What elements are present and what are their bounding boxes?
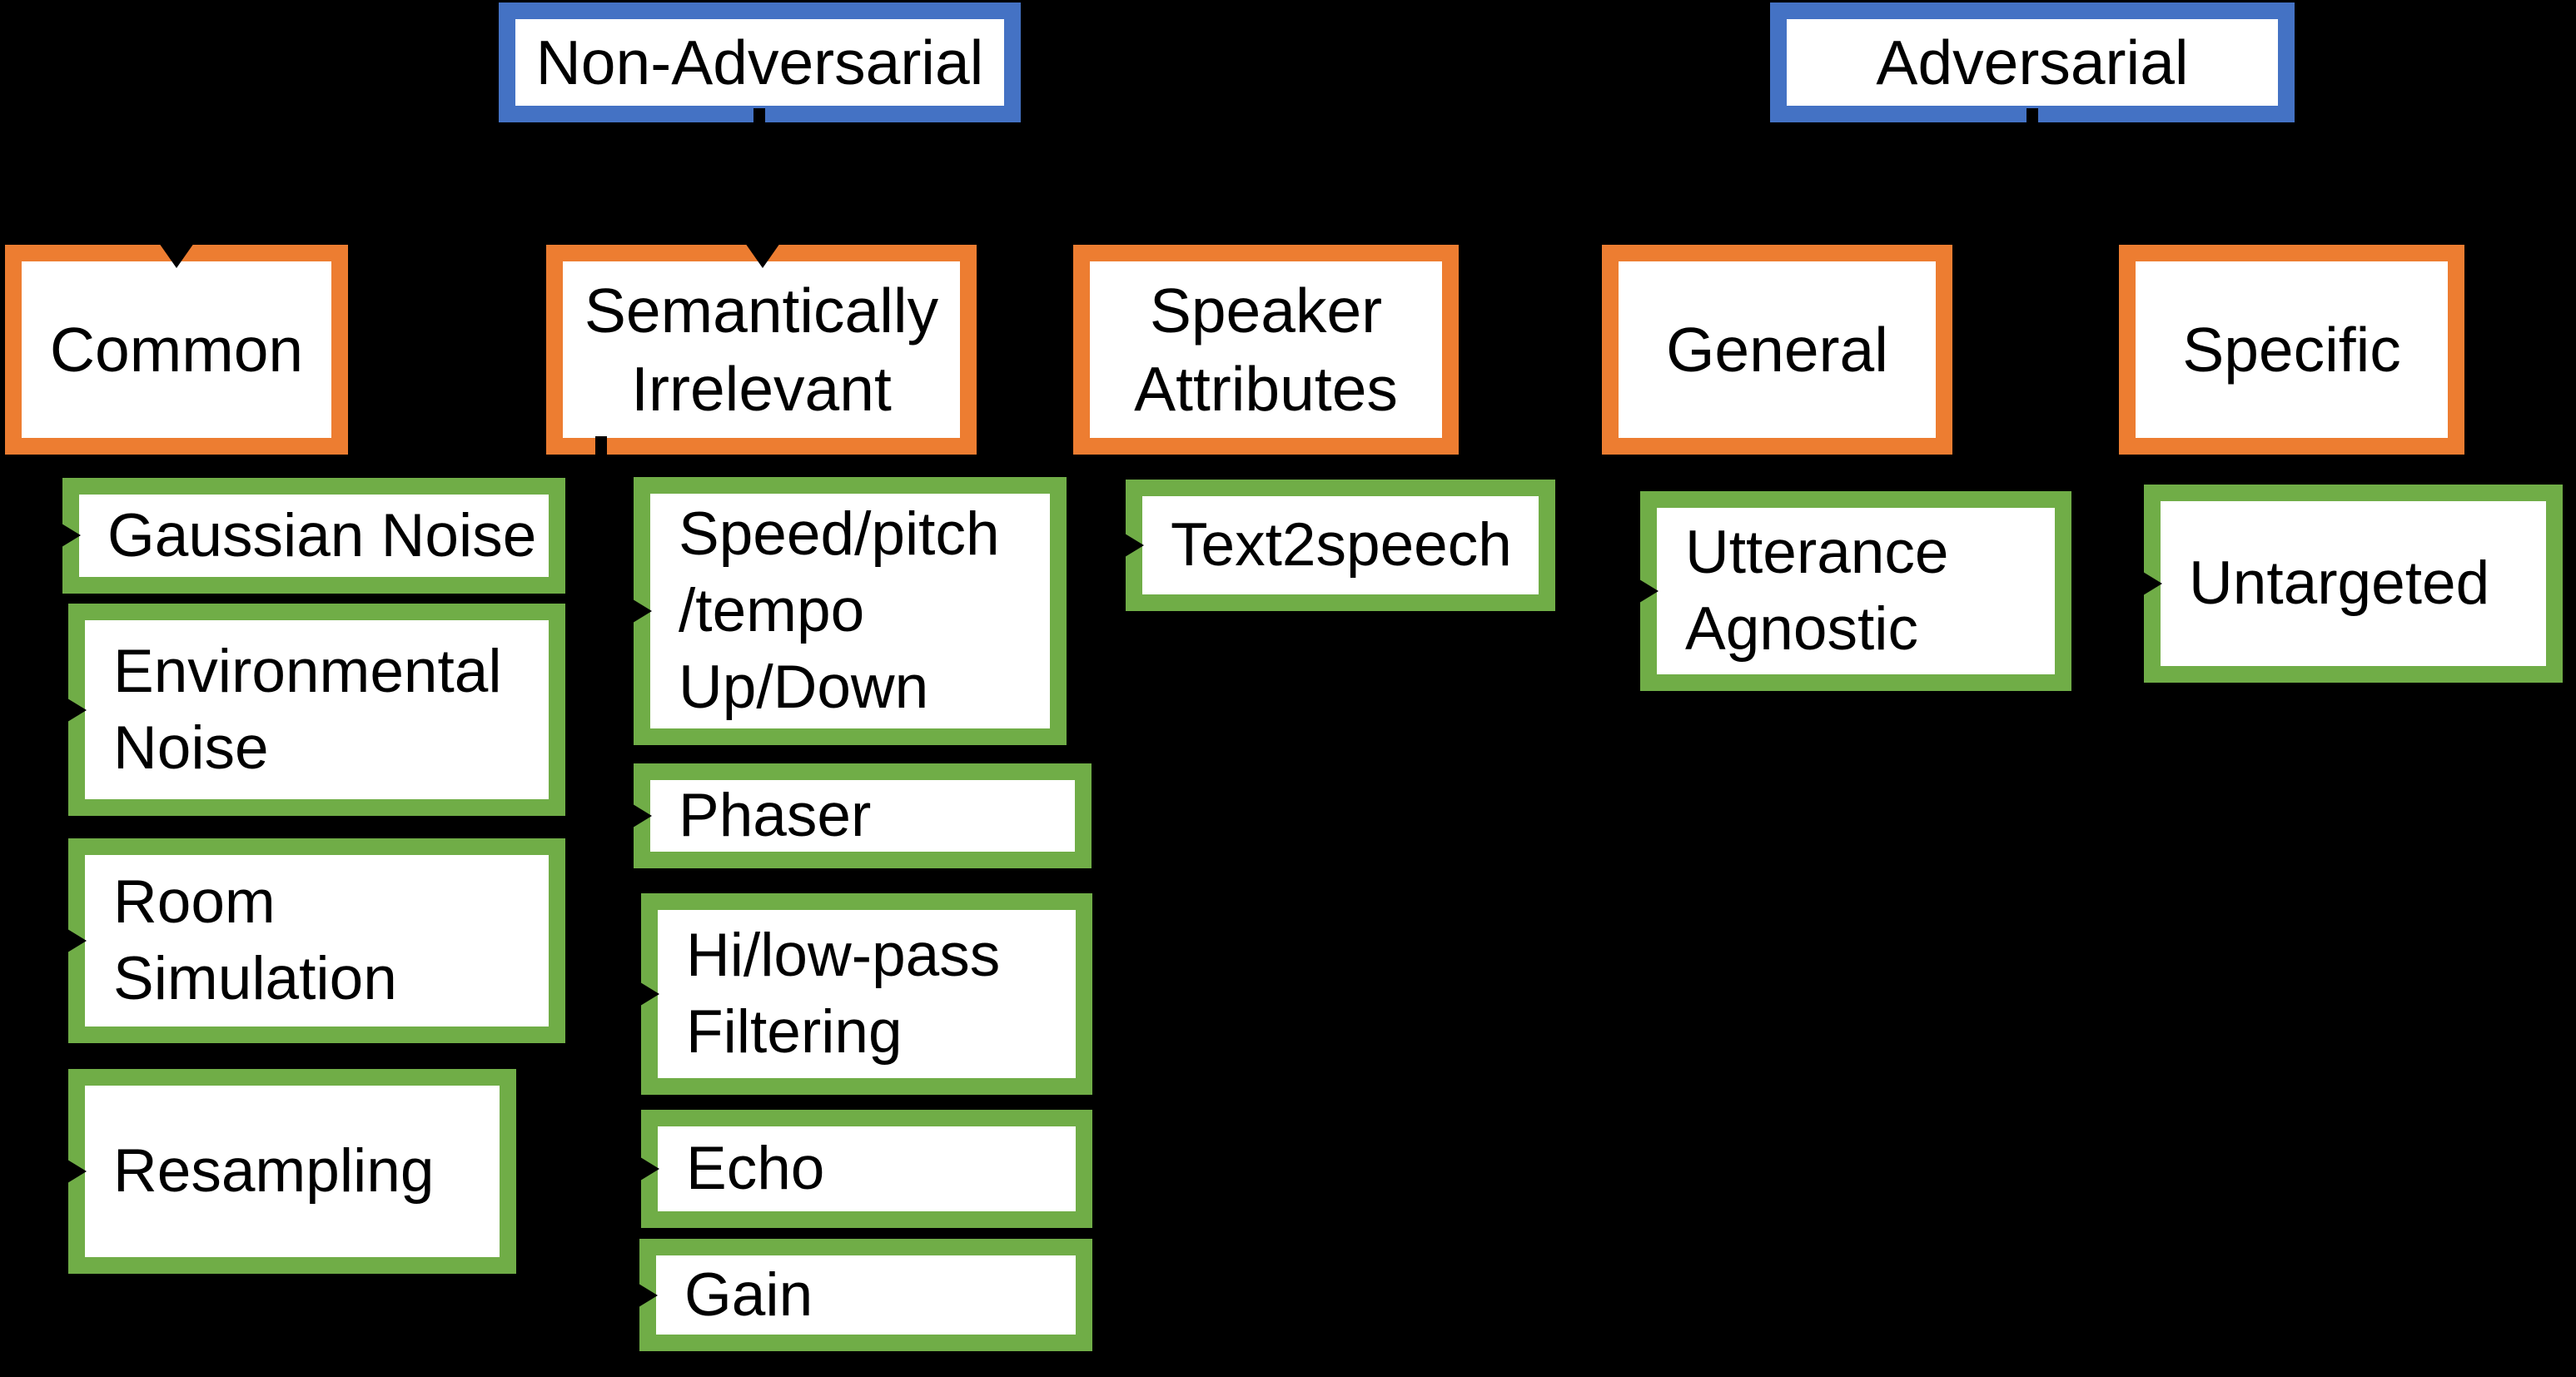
node-phaser: Phaser [634,763,1092,868]
node-phaser-label: Phaser [679,782,872,850]
arrowhead-into-utterance-agnostic-icon [1629,573,1658,609]
node-resampling: Resampling [68,1069,516,1274]
node-environmental-noise: Environmental Noise [68,604,565,816]
node-non-adversarial: Non-Adversarial [499,2,1021,122]
node-room-simulation: Room Simulation [68,838,565,1043]
node-utterance-agnostic-label: Utterance Agnostic [1685,519,1949,663]
node-gain-label: Gain [684,1260,813,1329]
node-general: General [1602,245,1952,455]
arrowhead-into-phaser-icon [622,798,652,834]
arrowhead-into-untargeted-icon [2132,565,2162,602]
arrowhead-into-speed-pitch-tempo-icon [622,593,652,629]
node-gaussian-noise: Gaussian Noise [62,478,565,594]
connector-stub-semantically-irrelevant [595,436,607,461]
arrowhead-into-text2speech-icon [1114,527,1144,564]
node-utterance-agnostic: Utterance Agnostic [1640,491,2071,691]
node-speed-pitch-tempo-label: Speed/pitch /tempo Up/Down [679,500,1000,721]
arrowhead-into-common-icon [159,243,194,268]
arrowhead-into-echo-icon [629,1151,659,1187]
arrowhead-into-gaussian-noise-icon [51,517,81,554]
node-speaker-attributes: Speaker Attributes [1073,245,1459,455]
node-speed-pitch-tempo: Speed/pitch /tempo Up/Down [634,477,1067,745]
node-hi-low-pass-label: Hi/low-pass Filtering [686,922,1001,1066]
node-adversarial: Adversarial [1770,2,2295,122]
arrowhead-into-semantically-irrelevant-icon [745,243,780,268]
node-untargeted-label: Untargeted [2189,549,2490,618]
node-gain: Gain [639,1239,1092,1351]
node-speaker-attributes-label: Speaker Attributes [1134,275,1398,425]
node-room-simulation-label: Room Simulation [113,868,397,1012]
node-text2speech: Text2speech [1126,480,1555,611]
node-untargeted: Untargeted [2144,485,2563,683]
node-echo: Echo [641,1110,1092,1228]
arrowhead-into-hi-low-pass-icon [629,976,659,1012]
node-hi-low-pass: Hi/low-pass Filtering [641,893,1092,1095]
node-gaussian-noise-label: Gaussian Noise [107,501,537,569]
node-non-adversarial-label: Non-Adversarial [535,27,984,97]
node-common-label: Common [49,314,304,385]
node-environmental-noise-label: Environmental Noise [113,637,502,782]
node-specific: Specific [2119,245,2464,455]
arrowhead-into-room-simulation-icon [57,922,87,959]
node-adversarial-label: Adversarial [1876,27,2189,97]
node-text2speech-label: Text2speech [1171,511,1512,579]
connector-stub-adversarial [2026,108,2038,137]
arrowhead-into-gain-icon [628,1277,658,1314]
node-common: Common [5,245,348,455]
node-general-label: General [1666,314,1888,385]
node-echo-label: Echo [686,1135,825,1203]
node-semantically-irrelevant: Semantically Irrelevant [546,245,977,455]
connector-stub-non-adversarial [753,108,765,137]
node-specific-label: Specific [2182,314,2401,385]
arrowhead-into-environmental-noise-icon [57,692,87,728]
arrowhead-into-resampling-icon [57,1153,87,1190]
node-semantically-irrelevant-label: Semantically Irrelevant [584,275,939,425]
node-resampling-label: Resampling [113,1137,435,1205]
